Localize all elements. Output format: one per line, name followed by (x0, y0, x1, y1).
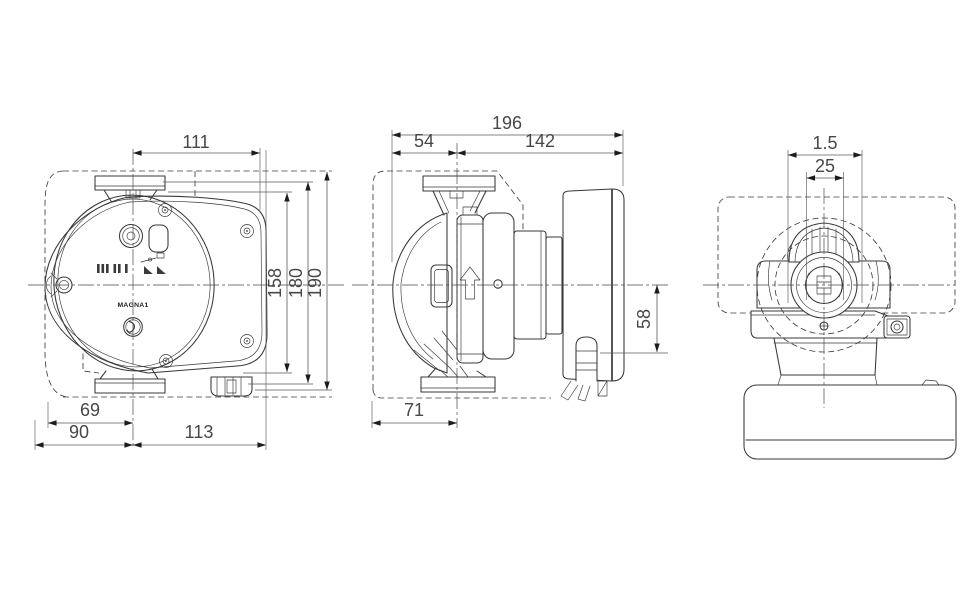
dim-height-overall: 190 (255, 171, 332, 391)
display-window (148, 224, 169, 253)
cable-gland (210, 376, 253, 397)
control-box-top (743, 379, 957, 460)
speed-setting-bars-icon (97, 264, 128, 273)
side-dimensions: 196 54 142 58 71 (371, 113, 668, 428)
stator-housing (482, 212, 515, 360)
side-top-flange (422, 175, 496, 216)
dim-height-inner: 158 (168, 191, 292, 374)
dim-foot-offset: 69 (47, 400, 134, 428)
pump-curve-icon (144, 266, 166, 274)
side-bottom-flange (420, 365, 496, 393)
screw-icon (240, 224, 254, 238)
dim-inlet-to-axis: 54 (391, 131, 458, 156)
side-envelope-dashed (372, 170, 551, 399)
vent-hole-icon (493, 279, 503, 289)
svg-text:142: 142 (525, 131, 555, 151)
front-dimensions: 111 158 180 190 69 (34, 132, 332, 450)
screw-icon (240, 334, 254, 348)
dim-axis-to-back: 142 (456, 131, 624, 156)
bottom-flange (94, 368, 166, 394)
cable-gland-side (560, 336, 608, 402)
dim-top-width: 111 (132, 132, 261, 210)
clamp-plate (750, 310, 911, 339)
svg-text:196: 196 (492, 113, 522, 133)
screw-icons (46, 203, 254, 368)
dim-inlet-depth: 71 (371, 400, 458, 428)
top-flange (94, 175, 166, 202)
front-view: MAGNA1 111 158 180 (28, 132, 347, 450)
top-dimensions: 1.5 25 (787, 133, 863, 303)
svg-text:190: 190 (305, 268, 325, 298)
dim-height-mid: 180 (163, 181, 313, 385)
screw-icon (159, 354, 173, 368)
dim-center-to-right: 113 (132, 150, 267, 450)
svg-text:69: 69 (80, 400, 100, 420)
front-face-ring (53, 194, 215, 372)
volute-housing (392, 212, 458, 374)
clamp-screw-icon (890, 320, 904, 334)
dim-port-bore: 25 (806, 156, 844, 300)
dim-left-to-center: 90 (34, 420, 134, 450)
dim-axis-to-bottom: 58 (600, 284, 668, 354)
dim-overall-length: 196 (391, 113, 624, 262)
svg-text:158: 158 (265, 268, 285, 298)
top-view: 1.5 25 (703, 133, 957, 460)
stator-top (773, 337, 878, 386)
svg-text:58: 58 (634, 309, 654, 329)
svg-text:54: 54 (414, 131, 434, 151)
pump-head-outline (44, 194, 268, 374)
svg-text:111: 111 (182, 132, 209, 152)
dim-port-thread: 1.5 (787, 133, 863, 303)
side-view: 196 54 142 58 71 (352, 113, 668, 428)
svg-text:180: 180 (286, 268, 306, 298)
svg-text:1.5: 1.5 (812, 133, 837, 153)
svg-text:25: 25 (815, 156, 835, 176)
svg-text:90: 90 (69, 422, 89, 442)
svg-text:113: 113 (185, 422, 214, 442)
flow-direction-arrow-icon (459, 266, 481, 300)
setting-pointer-icon (140, 252, 165, 263)
screw-icon (158, 203, 172, 217)
power-button-icon (118, 223, 144, 249)
svg-text:71: 71 (404, 400, 424, 420)
